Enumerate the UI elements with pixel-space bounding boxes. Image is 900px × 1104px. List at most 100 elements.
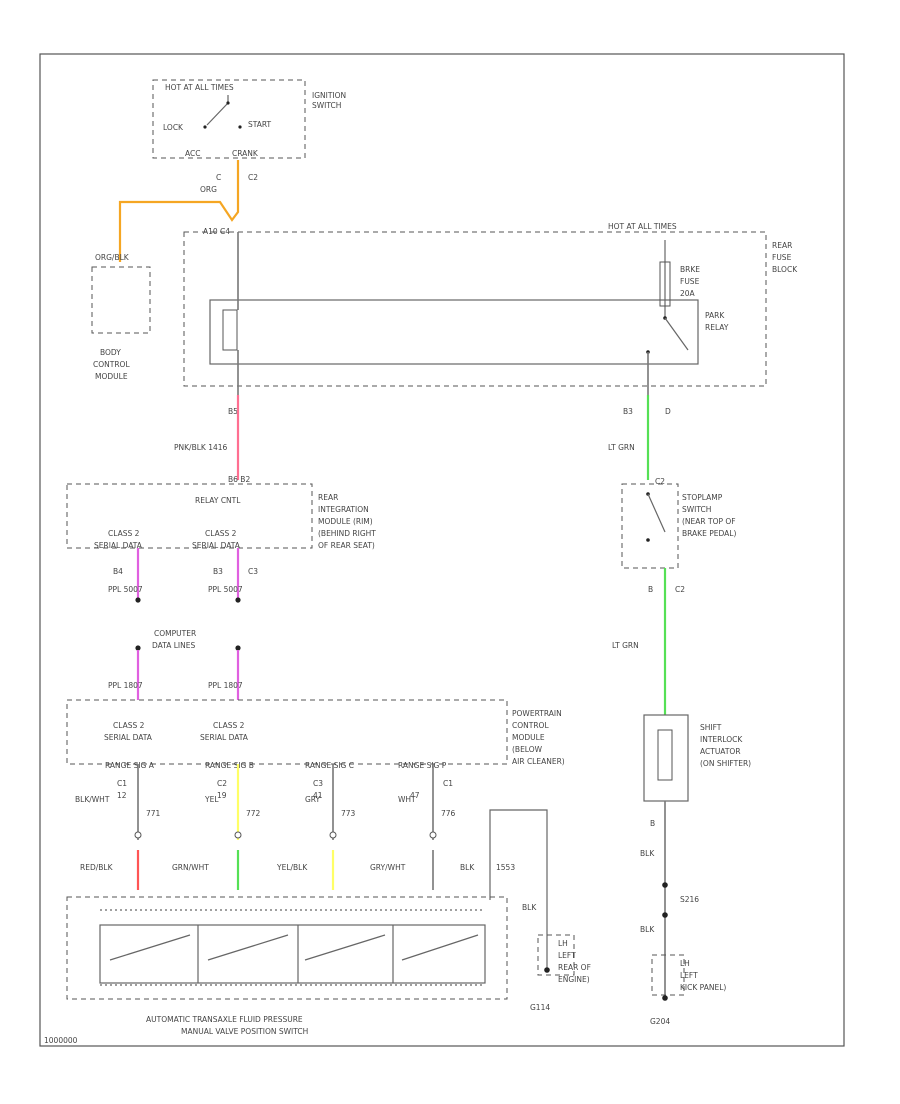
ignition-pin-c2: C2 [248,173,258,182]
pcm-tag-4: RANGE SIG P [398,761,447,770]
rim-pin-b3: B3 [213,567,223,576]
fuse-block-name-1: REAR [772,241,792,250]
rim-pin-b4: B4 [113,567,123,576]
stoplamp-pin: C2 [655,477,665,486]
switch-wire-label-3: YEL/BLK [276,863,308,872]
purple-wire-label-4: PPL 1807 [208,681,243,690]
pcm-circuit-2: 772 [246,809,261,818]
switch-wire-label-4: GRY/WHT [370,863,406,872]
tfp-label-1: AUTOMATIC TRANSAXLE FLUID PRESSURE [146,1015,303,1024]
ignition-contact-arm [206,102,229,126]
tfp-label-2: MANUAL VALVE POSITION SWITCH [181,1027,308,1036]
data-lines-label-1: COMPUTER [154,629,196,638]
pcm-pin-2-1: 12 [117,791,127,800]
tfp-contact-2 [207,934,289,961]
pcm-pin-2-4: 47 [410,791,420,800]
powertrain-control-module: POWERTRAIN CONTROL MODULE (BELOW AIR CLE… [66,699,565,800]
interlock-name-4: (ON SHIFTER) [700,759,751,768]
purple-wire-label-3: PPL 1807 [108,681,143,690]
fuse-name-3: 20A [680,289,696,298]
pcm-name-2: CONTROL [512,721,549,730]
pcm-circuit-1: 771 [146,809,161,818]
pcm-name-4: (BELOW [512,745,543,754]
g114-name-2: LEFT [558,951,576,960]
body-control-module: ORG/BLK BODY CONTROL MODULE [91,253,151,381]
fuse-block-box [183,231,767,387]
bcm-name-1: BODY [100,348,121,357]
g114-name-3: REAR OF [558,963,591,972]
ignition-pin-c: C [216,173,221,182]
pcm-tag-2: RANGE SIG B [205,761,254,770]
ground-g204: LH LEFT KICK PANEL) G204 [650,954,726,1026]
park-relay-box [209,299,699,365]
ignition-pivot [226,101,230,105]
stoplamp-pin-bottom: C2 [675,585,685,594]
pcm-pin-3: C3 [313,779,323,788]
ignition-name-1: IGNITION [312,91,346,100]
rim-name-2: INTEGRATION [318,505,369,514]
fuse-name-2: FUSE [680,277,700,286]
pcm-circuit-4: 776 [441,809,456,818]
rim-class-2-b: SERIAL DATA [192,541,241,550]
fuse-block-top-pins: A10 C4 [203,227,230,236]
rim-name-3: MODULE (RIM) [318,517,373,526]
fuse-block-pin-left: B5 [228,407,238,416]
ignition-name-2: SWITCH [312,101,341,110]
ignition-hot-label: HOT AT ALL TIMES [165,83,234,92]
pcm-name-3: MODULE [512,733,545,742]
switch-wire-label-2: GRN/WHT [172,863,209,872]
relay-name-1: PARK [705,311,725,320]
pcm-pin-2: C2 [217,779,227,788]
pcm-connector-4 [429,831,437,839]
orange-wire [118,160,240,262]
pcm-wire-label-1: BLK/WHT [75,795,110,804]
switch-wire-label-5: BLK [460,863,475,872]
g204-name-2: LEFT [680,971,698,980]
switch-wire-label-1: RED/BLK [80,863,114,872]
g114-name-1: LH [558,939,568,948]
relay-name-2: RELAY [705,323,729,332]
stoplamp-name-3: (NEAR TOP OF [682,517,736,526]
purple-wire-label-1: PPL 5007 [108,585,143,594]
ignition-switch: HOT AT ALL TIMES IGNITION SWITCH LOCK ST… [152,79,346,194]
g204-terminal [662,995,668,1001]
pcm-name-1: POWERTRAIN [512,709,562,718]
stoplamp-box [621,483,679,569]
ignition-acc-label: ACC [185,149,200,158]
rim-name-5: OF REAR SEAT) [318,541,375,550]
fuse-block-hot: HOT AT ALL TIMES [608,222,677,231]
brake-fuse [659,261,671,307]
g114-id: G114 [530,1003,550,1012]
rear-integration-module: B6 B2 RELAY CNTL REAR INTEGRATION MODULE… [66,475,376,576]
ignition-crank-label: CRANK [232,149,259,158]
stoplamp-name-1: STOPLAMP [682,493,723,502]
splice-s216-top [662,882,668,888]
rim-name-4: (BEHIND RIGHT [318,529,376,538]
splice-dot-1 [135,597,141,603]
interlock-name-1: SHIFT [700,723,722,732]
ignition-lock-contact [203,125,207,129]
splice-s216-label: S216 [680,895,699,904]
pcm-box [66,699,508,765]
pcm-wire-label-2: YEL [204,795,219,804]
rim-pin-c3: C3 [248,567,258,576]
pcm-class-1-b: SERIAL DATA [104,733,153,742]
pcm-pin-2-3: 41 [313,791,323,800]
g204-name-1: LH [680,959,690,968]
stoplamp-arm [647,493,666,533]
fuse-block-pin-right: B3 [623,407,633,416]
splice-s216-bottom [662,912,668,918]
interlock-name-2: INTERLOCK [700,735,743,744]
rear-fuse-block: HOT AT ALL TIMES REAR FUSE BLOCK A10 C4 … [183,222,798,416]
rim-relay-control: RELAY CNTL [195,496,241,505]
interlock-box [643,714,689,802]
ignition-start-label: START [248,120,272,129]
pcm-circuit-3: 773 [341,809,356,818]
pcm-connector-3 [329,831,337,839]
g114-box [537,934,575,976]
interlock-pin-b: B [650,819,655,828]
pcm-tag-1: RANGE SIG A [105,761,155,770]
pcm-pin-2-2: 19 [217,791,227,800]
